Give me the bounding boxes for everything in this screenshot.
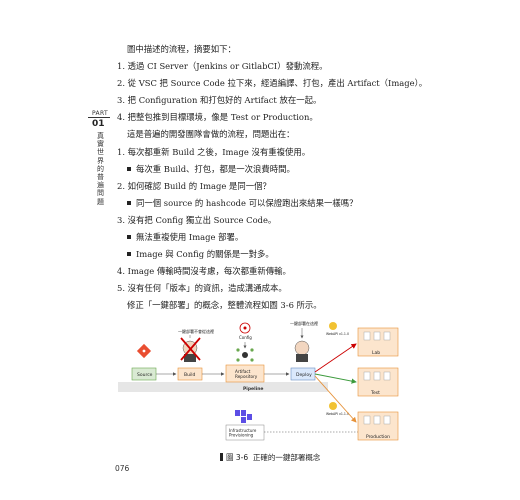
page-number: 076 [115, 464, 130, 473]
bullet-text: 每次重 Build、打包，都是一次浪費時間。 [136, 164, 295, 174]
env-lab-label: Lab [372, 350, 380, 356]
problem-5: 5. 沒有任何「版本」的資訊，造成溝通成本。 [117, 283, 287, 293]
build-label: Build [184, 372, 195, 378]
webapi-bottom-label: WebAPI v1.1.0 [326, 412, 349, 416]
bullet-square [127, 235, 131, 239]
figure-caption: 圖 3-6 正確的一鍵部署概念 [220, 452, 320, 463]
part-number: 01 [92, 119, 105, 129]
problem-4: 4. Image 傳輸時間沒考慮，每次都重新傳輸。 [117, 266, 291, 276]
pipeline-label: Pipeline [243, 386, 263, 392]
problem-2: 2. 如何確認 Build 的 Image 是同一個？ [117, 181, 271, 191]
terraform-icon [235, 410, 252, 423]
problem-1-sub-1: 每次重 Build、打包，都是一次浪費時間。 [127, 164, 295, 175]
build-note: 一鍵部署不會從這裡 [178, 328, 214, 334]
chapter-title: 真實世界的普遍問題 [97, 132, 104, 206]
step-1: 1. 透過 CI Server（Jenkins or GitlabCI）發動流程… [117, 61, 328, 71]
problem-3-sub-2: Image 與 Config 的關係是一對多。 [127, 249, 274, 260]
bullet-text: 同一個 source 的 hashcode 可以保證跑出來結果一樣嗎？ [136, 198, 358, 208]
env-production-label: Production [366, 434, 390, 440]
step-4: 4. 把整包推到目標環境，像是 Test or Production。 [117, 112, 318, 122]
intro-text: 圖中描述的流程，摘要如下： [127, 44, 236, 54]
artifact-hub-icon [236, 348, 254, 362]
problem-intro: 這是普遍的開發團隊會做的流程，問題出在： [127, 129, 295, 139]
problem-3: 3. 沒有把 Config 獨立出 Source Code。 [117, 215, 277, 225]
problem-1: 1. 每次都重新 Build 之後，Image 沒有重複使用。 [117, 147, 311, 157]
caption-text: 正確的一鍵部署概念 [252, 453, 321, 462]
bullet-square [127, 167, 131, 171]
bullet-square [127, 201, 131, 205]
config-label: Config [239, 335, 252, 340]
env-test-label: Test [370, 390, 380, 396]
deployment-diagram: Pipeline Source 一鍵部署不會從這裡 Build Config A… [118, 320, 399, 441]
git-icon [136, 343, 152, 359]
webapi-badge-top: WebAPI v1.1.0 [326, 322, 349, 336]
bullet-square [127, 252, 131, 256]
config-icon [239, 322, 251, 334]
arrow-to-production [314, 375, 357, 423]
pipeline-band [118, 382, 328, 392]
caption-number: 圖 3-6 [226, 453, 249, 462]
conclusion-text: 修正「一鍵部署」的概念，整體流程如圖 3-6 所示。 [127, 300, 322, 310]
bullet-text: 無法重複使用 Image 部署。 [136, 232, 244, 242]
infra-box [225, 424, 265, 441]
part-divider [88, 117, 110, 118]
bullet-text: Image 與 Config 的關係是一對多。 [136, 249, 274, 259]
problem-3-sub-1: 無法重複使用 Image 部署。 [127, 232, 243, 243]
artifact-box [225, 364, 265, 383]
step-2: 2. 從 VSC 把 Source Code 拉下來，經過編譯、打包，產出 Ar… [117, 78, 428, 88]
env-production-box [357, 411, 399, 441]
part-label: PART [92, 110, 108, 117]
source-label: Source [137, 372, 153, 378]
problem-2-sub-1: 同一個 source 的 hashcode 可以保證跑出來結果一樣嗎？ [127, 198, 358, 209]
webapi-badge-bottom: WebAPI v1.1.0 [326, 402, 349, 416]
jenkins-build-icon [180, 337, 201, 362]
caption-mark [220, 453, 223, 461]
webapi-top-label: WebAPI v1.1.0 [326, 332, 349, 336]
arrow-to-test [314, 373, 357, 384]
arrow-to-lab [314, 343, 357, 373]
step-3: 3. 把 Configuration 和打包好的 Artifact 放在一起。 [117, 95, 322, 105]
jenkins-deploy-icon [294, 340, 310, 362]
deploy-note: 一鍵部署在這裡 [290, 320, 318, 326]
deploy-label: Deploy [296, 372, 312, 378]
